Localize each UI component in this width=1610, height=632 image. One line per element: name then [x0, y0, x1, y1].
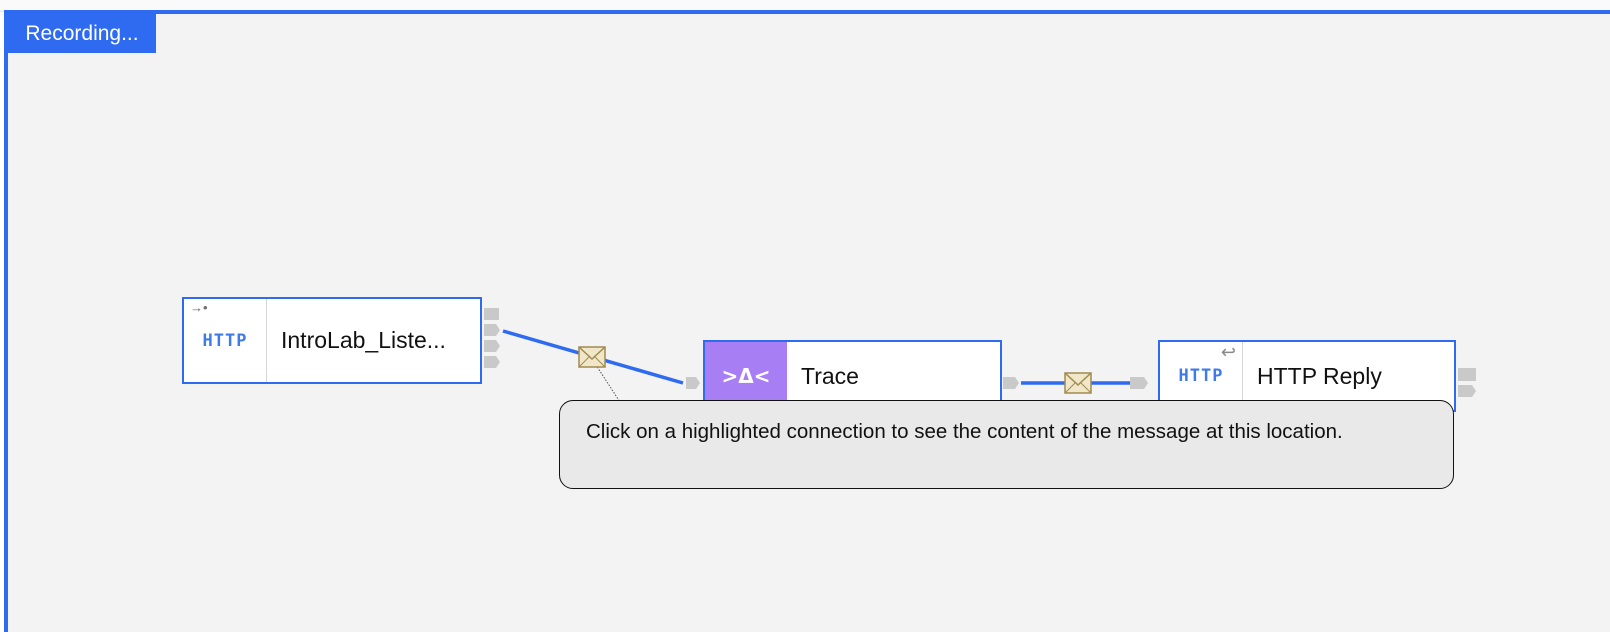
node-label: HTTP Reply [1257, 362, 1382, 389]
tooltip-pointer [593, 361, 621, 403]
reply-out-terminal-out[interactable] [1458, 368, 1476, 381]
reply-out-terminal-failure[interactable] [1458, 385, 1476, 397]
node-label: Trace [801, 362, 859, 389]
listener-out-terminal-out[interactable] [484, 324, 500, 336]
envelope-icon[interactable] [1064, 372, 1092, 394]
node-icon-cell: →• HTTP [184, 299, 267, 382]
trace-in-terminal[interactable] [686, 377, 700, 389]
node-label: IntroLab_Liste... [281, 327, 446, 353]
node-icon-cell: >Δ< [705, 342, 787, 410]
listener-out-terminal-catch[interactable] [484, 308, 499, 320]
node-icon-cell: ↩ HTTP [1160, 342, 1243, 410]
reply-arrow-icon: ↩ [1220, 342, 1236, 362]
trace-icon: >Δ< [721, 364, 771, 388]
recording-indicator[interactable]: Recording... [8, 14, 156, 53]
reply-in-terminal[interactable] [1130, 377, 1148, 389]
help-tooltip: Click on a highlighted connection to see… [559, 400, 1454, 489]
envelope-icon[interactable] [578, 346, 606, 368]
http-icon: HTTP [202, 330, 248, 351]
listener-out-terminal-timeout[interactable] [484, 356, 500, 368]
node-http-input[interactable]: →• HTTP IntroLab_Liste... [182, 297, 482, 384]
tooltip-text: Click on a highlighted connection to see… [586, 420, 1343, 443]
listener-out-terminal-failure[interactable] [484, 340, 500, 352]
http-icon: HTTP [1178, 366, 1224, 386]
trace-out-terminal[interactable] [1003, 377, 1019, 389]
arrow-in-icon: →• [190, 300, 208, 315]
